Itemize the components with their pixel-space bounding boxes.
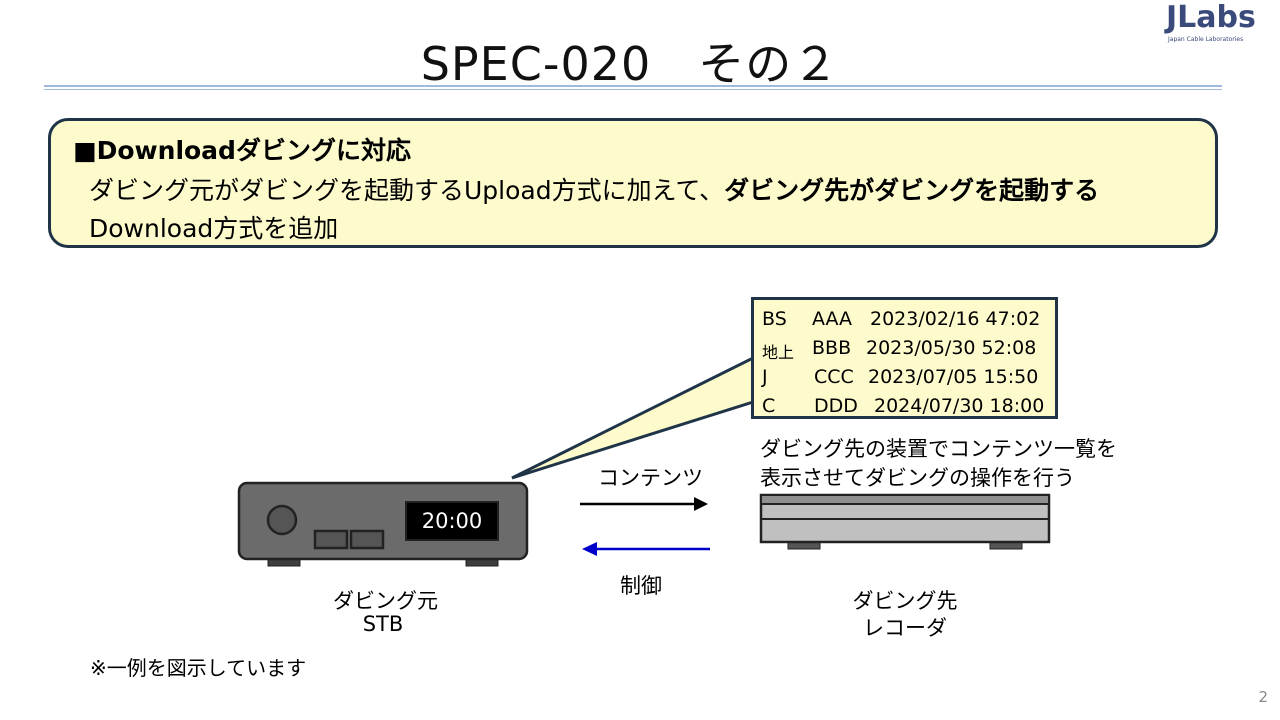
page-number: 2: [1258, 688, 1268, 706]
recorder-device: [759, 493, 1051, 550]
stb-power-knob: [266, 504, 298, 536]
callout-tail: [511, 355, 755, 480]
jlabs-logo: JLabs Japan Cable Laboratories: [1166, 0, 1256, 44]
list-item-datetime: 2023/02/16 47:02: [870, 308, 1041, 330]
title-divider-thin: [44, 89, 1222, 90]
list-item-source: 地上: [762, 343, 795, 362]
list-item-name: CCC: [814, 366, 854, 388]
control-arrow-label: 制御: [620, 574, 662, 598]
recorder-label-2: レコーダ: [863, 616, 947, 640]
summary-line-2: Download方式を追加: [89, 214, 339, 243]
list-item-source: BS: [762, 308, 787, 330]
list-item-source: C: [762, 395, 776, 417]
list-item-name: AAA: [812, 308, 853, 330]
logo-text: JLabs: [1166, 0, 1256, 35]
summary-box: ■Downloadダビングに対応 ダビング元がダビングを起動するUpload方式…: [48, 118, 1218, 248]
title-divider: [44, 85, 1222, 87]
list-item-datetime: 2023/05/30 52:08: [866, 337, 1037, 359]
stb-label-1: ダビング元: [333, 589, 438, 613]
list-item-datetime: 2023/07/05 15:50: [868, 366, 1039, 388]
control-arrow: [582, 542, 710, 556]
summary-heading: ■Downloadダビングに対応: [73, 136, 411, 165]
logo-subtitle: Japan Cable Laboratories: [1168, 36, 1244, 43]
list-item-name: BBB: [812, 337, 852, 359]
summary-line-1-normal: ダビング元がダビングを起動するUpload方式に加えて、: [89, 176, 725, 205]
stb-label-2: STB: [362, 612, 404, 636]
page-title: SPEC-020 その２: [420, 37, 840, 91]
list-item-source: J: [762, 366, 768, 388]
summary-line-1-bold: ダビング先がダビングを起動する: [724, 176, 1100, 205]
list-item-name: DDD: [814, 395, 858, 417]
content-arrow: [580, 497, 708, 511]
recorder-label-1: ダビング先: [852, 589, 958, 613]
footnote: ※一例を図示しています: [90, 656, 307, 680]
content-arrow-label: コンテンツ: [598, 466, 703, 490]
recorder-note-line-1: ダビング先の装置でコンテンツ一覧を: [760, 437, 1117, 461]
summary-line-1: ダビング元がダビングを起動するUpload方式に加えて、ダビング先がダビングを起…: [89, 171, 1099, 207]
recorder-note-line-2: 表示させてダビングの操作を行う: [760, 466, 1075, 490]
stb-display-time: 20:00: [421, 509, 483, 533]
list-item-datetime: 2024/07/30 18:00: [874, 395, 1045, 417]
content-list: BS AAA 2023/02/16 47:02 地上 BBB 2023/05/3…: [751, 297, 1058, 419]
